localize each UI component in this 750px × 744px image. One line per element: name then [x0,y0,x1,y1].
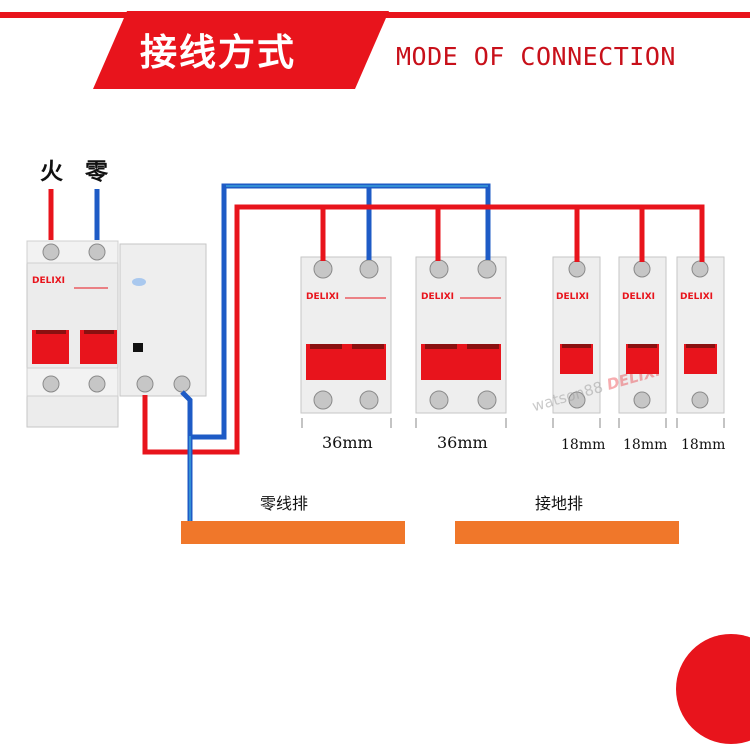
breaker-1 [300,256,392,414]
neutral-drop [180,390,193,530]
neutral-bar-label: 零线排 [260,494,309,513]
ground-bar [455,521,679,544]
breaker-width-label: 18mm [561,437,606,453]
breaker-2 [415,256,507,414]
brand-label: DELIXI [556,292,589,302]
breaker-width-label: 18mm [681,437,726,453]
wiring-diagram [26,183,725,544]
breaker-width-label: 36mm [322,433,373,452]
page-title: 接线方式 [140,31,296,74]
brand-label: DELIXI [306,292,339,302]
width-markers [301,418,725,428]
neutral-input-label: 零 [85,159,108,185]
brand-label: DELIXI [680,292,713,302]
live-input-label: 火 [40,159,63,185]
breaker-width-label: 18mm [623,437,668,453]
rcd-module [119,243,207,397]
neutral-bar [181,521,405,544]
brand-label: DELIXI [32,276,65,286]
brand-label: DELIXI [421,292,454,302]
breaker-width-label: 36mm [437,433,488,452]
live-bus [142,204,705,455]
ground-bar-label: 接地排 [535,494,584,513]
breaker-5 [676,256,725,414]
breaker-4 [618,256,667,414]
neutral-bus [190,183,491,440]
main-breaker [26,240,119,428]
page-subtitle: MODE OF CONNECTION [396,42,676,71]
breaker-3 [552,256,601,414]
brand-label: DELIXI [622,292,655,302]
header-tab [93,11,389,89]
